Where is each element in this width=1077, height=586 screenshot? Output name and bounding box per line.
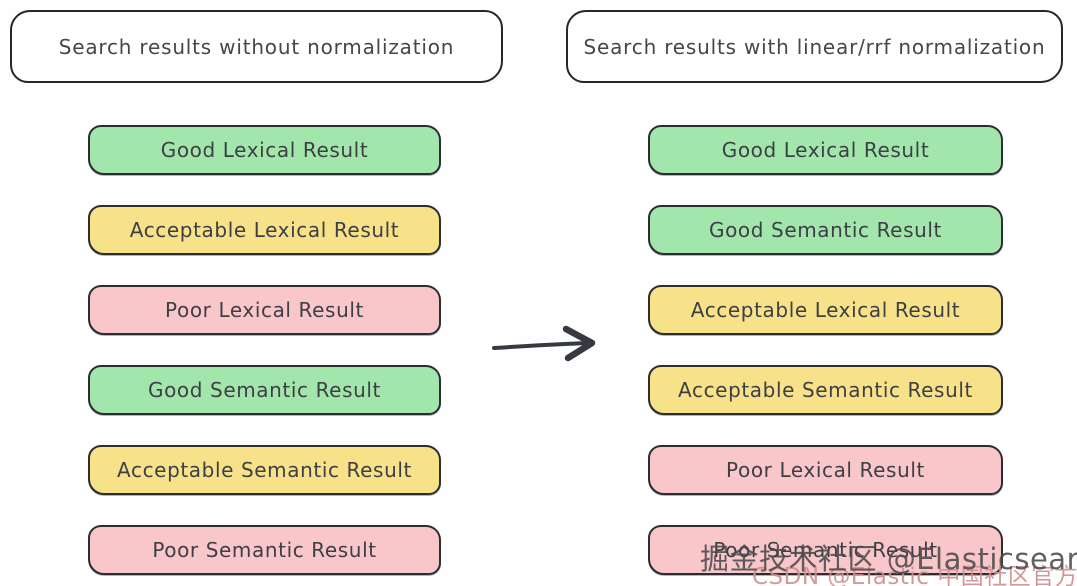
result-label: Poor Semantic Result: [152, 538, 377, 562]
result-box: Poor Semantic Result: [648, 525, 1003, 575]
result-label: Acceptable Semantic Result: [678, 378, 973, 402]
result-box: Poor Lexical Result: [88, 285, 441, 335]
right-results-column: Good Lexical Result Good Semantic Result…: [648, 125, 1003, 575]
result-box: Acceptable Semantic Result: [88, 445, 441, 495]
result-label: Poor Lexical Result: [165, 298, 364, 322]
result-label: Acceptable Lexical Result: [129, 218, 400, 242]
result-label: Acceptable Semantic Result: [117, 458, 412, 482]
result-label: Good Lexical Result: [160, 138, 369, 162]
result-box: Good Semantic Result: [88, 365, 441, 415]
result-box: Acceptable Lexical Result: [648, 285, 1003, 335]
left-column-header-box: Search results without normalization: [10, 10, 503, 83]
result-label: Good Semantic Result: [709, 218, 942, 242]
result-label: Poor Semantic Result: [713, 538, 938, 562]
watermark-juejin: 掘金技术社区 @Elasticsearch: [700, 542, 1077, 576]
result-label: Good Semantic Result: [148, 378, 381, 402]
result-box: Good Lexical Result: [88, 125, 441, 175]
result-box: Good Semantic Result: [648, 205, 1003, 255]
result-box: Good Lexical Result: [648, 125, 1003, 175]
right-column-header-label: Search results with linear/rrf normaliza…: [583, 34, 1046, 59]
watermark-csdn: CSDN @Elastic 中国社区官方博客: [752, 564, 1077, 586]
result-label: Poor Lexical Result: [726, 458, 925, 482]
left-results-column: Good Lexical Result Acceptable Lexical R…: [88, 125, 441, 575]
result-box: Poor Lexical Result: [648, 445, 1003, 495]
right-arrow-icon: [488, 322, 613, 367]
result-label: Good Lexical Result: [721, 138, 930, 162]
result-box: Acceptable Lexical Result: [88, 205, 441, 255]
right-column-header-box: Search results with linear/rrf normaliza…: [566, 10, 1063, 83]
left-column-header-label: Search results without normalization: [58, 34, 455, 59]
result-box: Poor Semantic Result: [88, 525, 441, 575]
result-label: Acceptable Lexical Result: [690, 298, 961, 322]
result-box: Acceptable Semantic Result: [648, 365, 1003, 415]
